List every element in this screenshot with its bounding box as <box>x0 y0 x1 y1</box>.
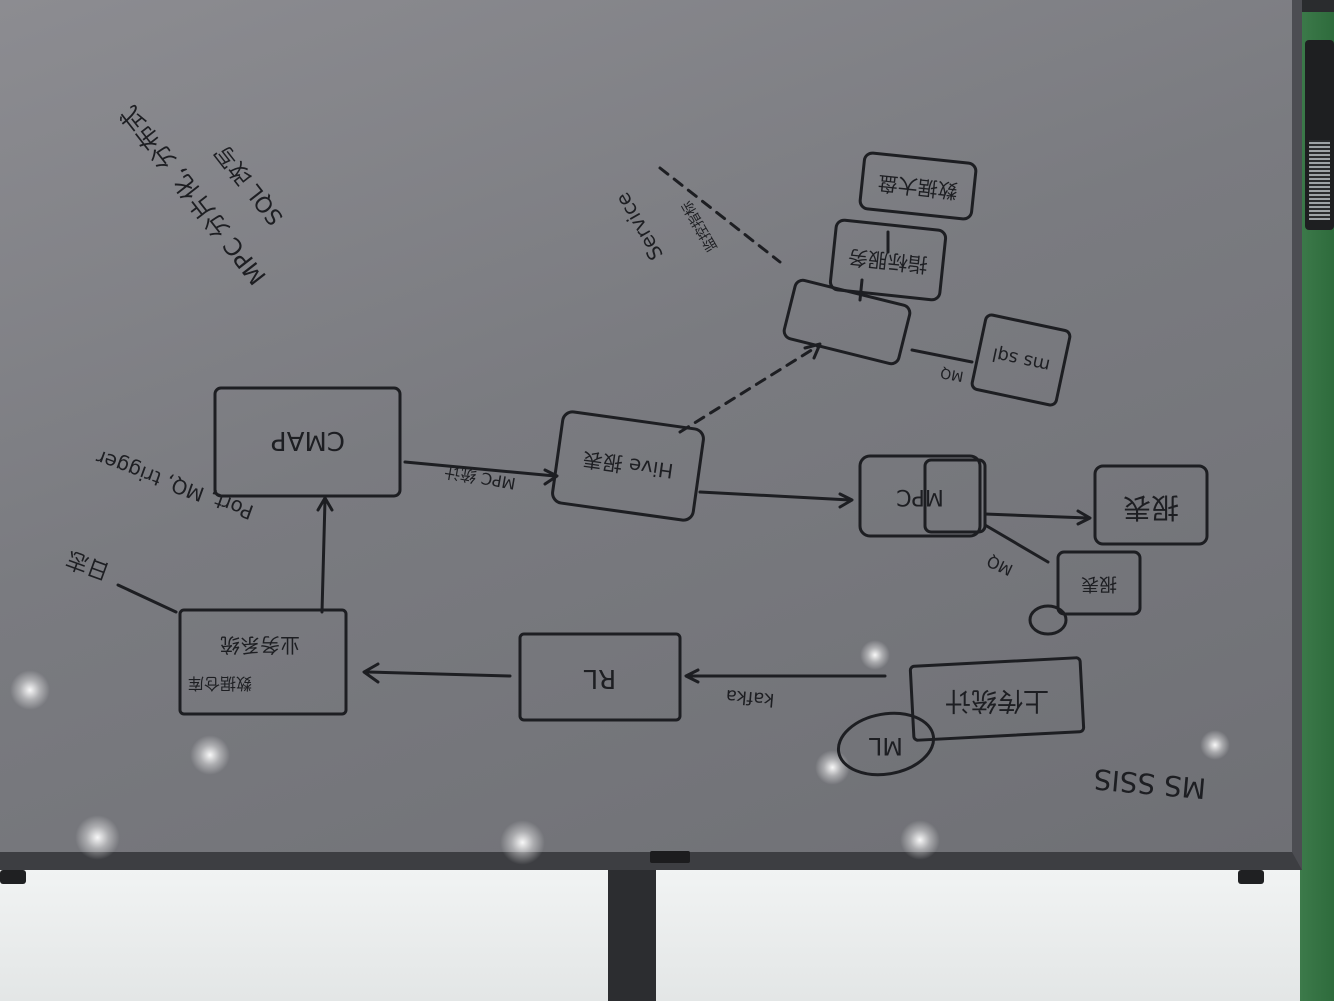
arrowhead <box>362 662 380 684</box>
report-box <box>1093 464 1209 546</box>
report-small-box <box>1056 550 1142 616</box>
arrow-rl-business <box>366 670 512 678</box>
arrowhead <box>1076 509 1092 526</box>
stack-connector <box>858 278 864 302</box>
metrics-box <box>782 278 912 366</box>
handwriting-layer: CMAP Hive 报表 MPC 报表 报表 RL 业务系统 数据仓库 上传统计… <box>63 100 1209 805</box>
board-brand-plate <box>650 851 690 863</box>
rl-box <box>518 632 682 722</box>
whiteboard-stand <box>608 870 656 1001</box>
hive-report-label: Hive 报表 <box>581 447 675 483</box>
ms-ssis-label: MS SSIS <box>1092 762 1207 805</box>
dashed-line-service <box>658 166 782 264</box>
arrow-mpc-small <box>983 523 1050 564</box>
light-reflection <box>815 750 850 785</box>
light-reflection <box>75 815 120 860</box>
rl-label: RL <box>583 663 616 693</box>
upload-stats-label: 上传统计 <box>945 685 1049 715</box>
arrowhead <box>316 496 334 512</box>
mq-lower-label: MQ <box>984 551 1016 579</box>
metrics-link-label: 监控指标 <box>679 198 721 254</box>
light-reflection <box>190 735 230 775</box>
cmap-box <box>213 386 402 498</box>
frame-foot-right <box>1238 870 1264 884</box>
whiteboard-surface <box>0 0 1302 870</box>
cmap-label: CMAP <box>271 425 345 455</box>
mq-upper-label: MQ <box>939 364 965 384</box>
kafka-label: kafka <box>725 685 775 710</box>
arrowhead <box>838 492 854 509</box>
ms-sql-box <box>970 313 1072 407</box>
data-warehouse-label: 数据仓库 <box>188 674 252 693</box>
arrow-business-log <box>116 583 178 614</box>
background-floor <box>0 870 1334 1001</box>
business-system-label: 业务系统 <box>220 633 300 657</box>
light-reflection <box>10 670 50 710</box>
light-reflection <box>900 820 940 860</box>
ms-sql-label: ms sql <box>990 343 1052 376</box>
mpc-inner-box <box>923 458 987 534</box>
hive-report-box <box>551 410 705 522</box>
arrowhead <box>543 468 559 486</box>
arrow-metrics-mssql <box>910 348 974 364</box>
light-reflection <box>1200 730 1230 760</box>
mq-circle <box>1028 604 1068 636</box>
mpc-stats-label: MPC 统计 <box>443 462 517 493</box>
frame-foot-left <box>0 870 26 884</box>
ml-ellipse <box>836 711 936 777</box>
mpc-label: MPC <box>896 484 944 509</box>
data-dashboard-box <box>858 151 978 221</box>
log-label: 日志 <box>63 545 113 584</box>
dashed-arrow-hive-metrics <box>678 344 820 434</box>
report-label: 报表 <box>1123 491 1179 524</box>
arrowhead <box>684 668 700 684</box>
arrow-mpc-report <box>983 512 1090 520</box>
wall-device <box>1305 40 1334 230</box>
arrow-cmap-hive <box>403 460 557 478</box>
arrowhead <box>803 342 822 360</box>
arrow-hive-mpc <box>698 490 852 502</box>
business-system-box <box>178 608 348 716</box>
arrow-business-cmap <box>320 498 327 614</box>
light-reflection <box>500 820 545 865</box>
port-mq-trigger-label: Port, MQ, trigger <box>92 445 257 524</box>
service-label: Service <box>610 188 668 264</box>
light-reflection <box>860 640 890 670</box>
ml-label: ML <box>868 732 903 760</box>
data-dashboard-label: 数据大盘 <box>877 171 959 203</box>
upload-stats-box <box>908 656 1086 742</box>
mpc-box <box>858 454 982 538</box>
metrics-service-box <box>828 218 948 302</box>
report-small-label: 报表 <box>1081 573 1117 594</box>
